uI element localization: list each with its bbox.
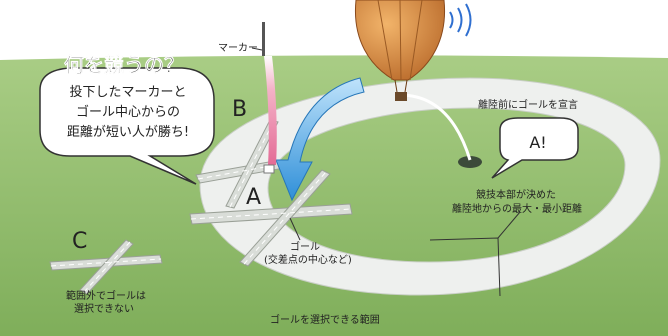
distance-caption-1: 競技本部が決めた	[476, 188, 556, 201]
speech-bubble	[39, 67, 215, 185]
label-a: A	[246, 185, 261, 210]
marker-icon	[262, 22, 277, 174]
heading: 何を競うの？	[64, 53, 184, 77]
flight-path	[399, 93, 472, 161]
c-caption-1: 範囲外でゴールは	[66, 289, 146, 302]
goal-caption-1: ゴール	[290, 240, 320, 253]
distance-caption-2: 離陸地からの最大・最小距離	[452, 202, 582, 215]
speech-line-3: 距離が短い人が勝ち!	[67, 125, 189, 140]
wave-icon	[449, 3, 472, 37]
balloon-icon	[354, 0, 446, 101]
label-b: B	[232, 97, 247, 122]
speech-line-1: 投下したマーカーと	[69, 84, 186, 100]
marker-label: マーカー	[218, 42, 258, 54]
c-caption-2: 選択できない	[74, 302, 134, 315]
goal-caption-2: (交差点の中心など)	[264, 253, 352, 266]
road-lines	[50, 120, 352, 293]
declare-bubble	[491, 117, 579, 179]
label-c: C	[72, 229, 87, 254]
speech-line-2: ゴール中心からの	[76, 104, 180, 120]
takeoff-spot	[458, 156, 482, 168]
declare-caption: 離陸前にゴールを宣言	[478, 98, 578, 111]
distance-bracket	[429, 211, 521, 297]
range-caption: ゴールを選択できる範囲	[270, 313, 380, 326]
leader-lines	[251, 47, 301, 241]
declare-bubble-text: A!	[529, 133, 546, 152]
drop-arrow	[275, 77, 365, 202]
